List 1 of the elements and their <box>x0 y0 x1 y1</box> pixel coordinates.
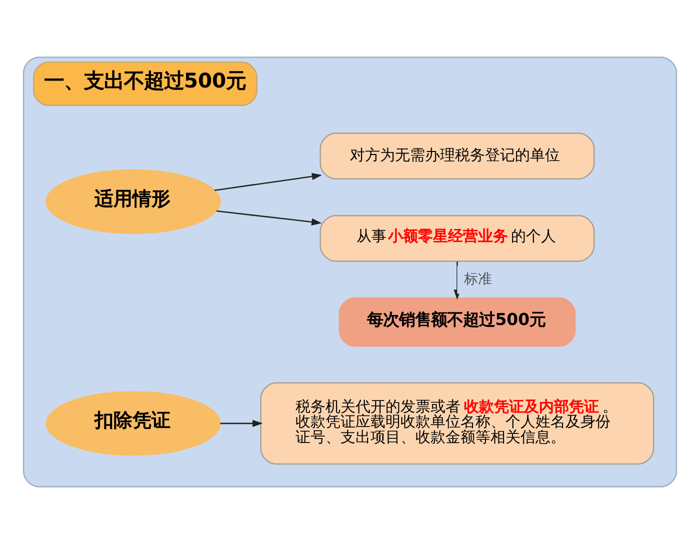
edge-label: 标准 <box>464 270 492 287</box>
